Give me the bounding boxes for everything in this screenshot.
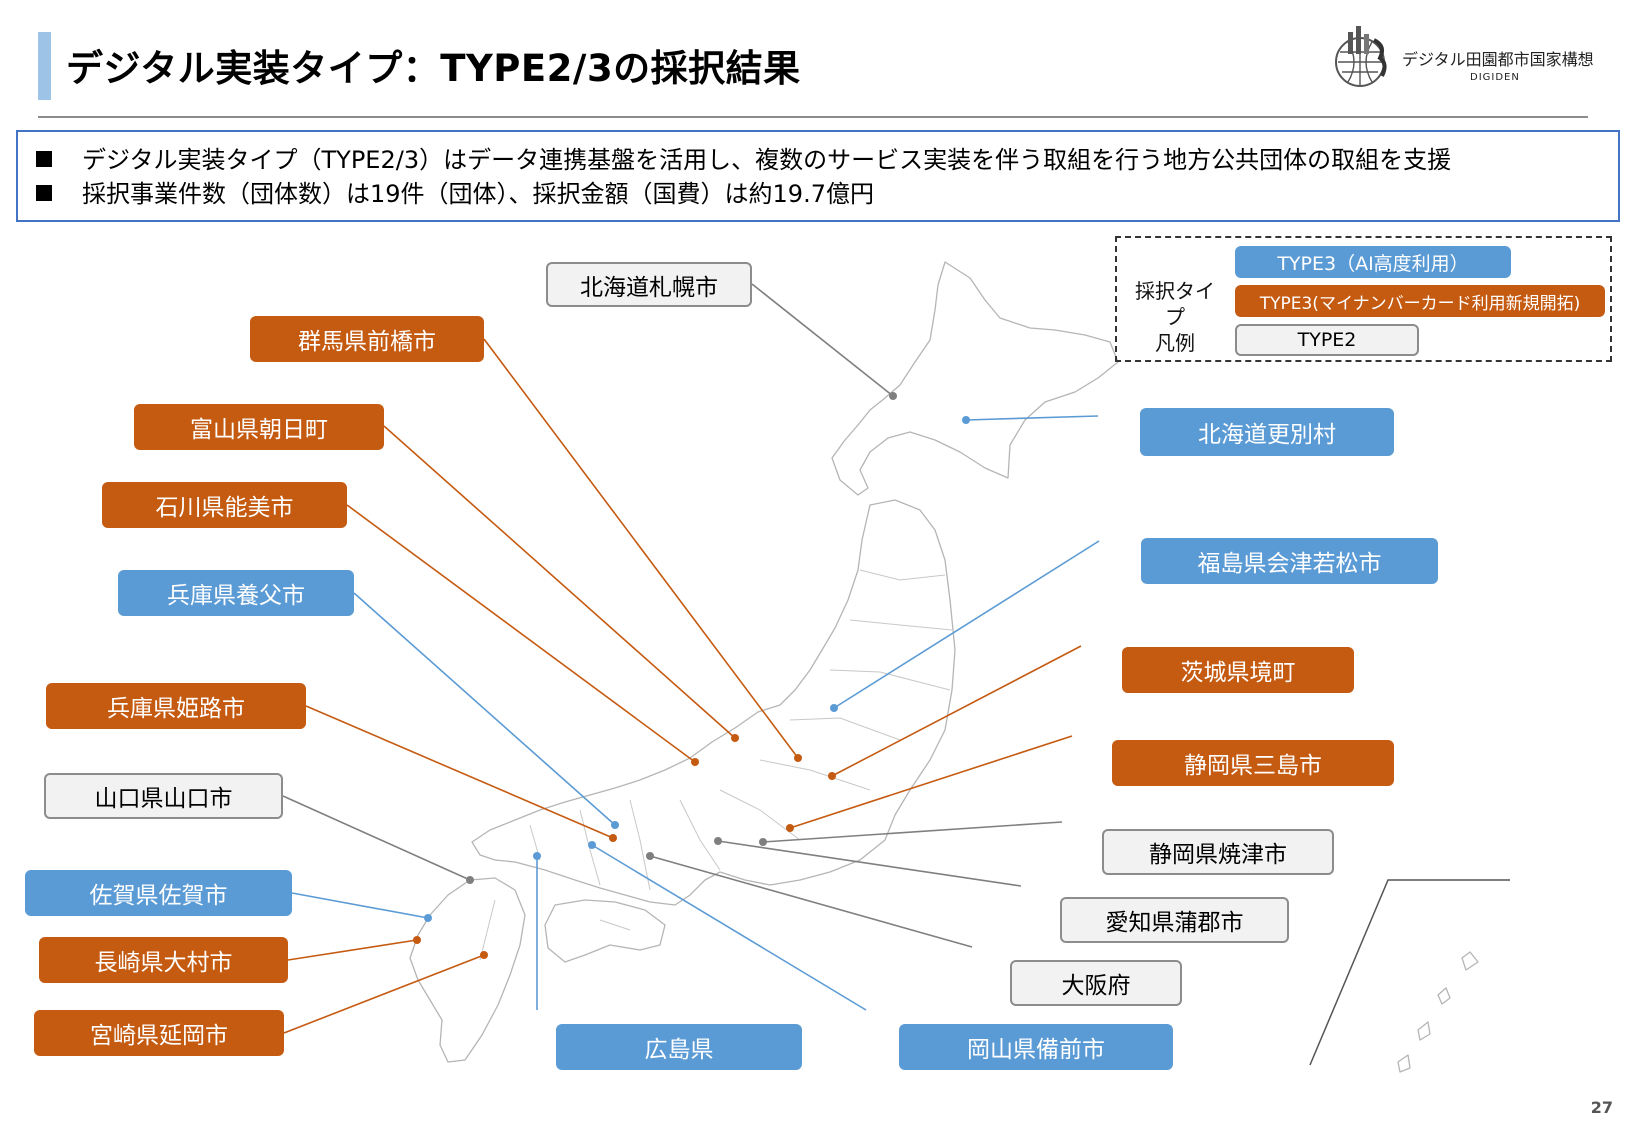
connector-osaka xyxy=(649,855,973,948)
page-number: 27 xyxy=(1590,1098,1613,1117)
label-bizen: 岡山県備前市 xyxy=(899,1024,1173,1070)
summary-text-1: デジタル実装タイプ（TYPE2/3）はデータ連携基盤を活用し、複数のサービス実装… xyxy=(82,146,1452,174)
dot-nomi xyxy=(691,758,699,766)
connector-himeji xyxy=(305,705,614,839)
label-sakai: 茨城県境町 xyxy=(1122,647,1354,693)
okinawa-islands xyxy=(1397,951,1479,1073)
label-sarabetsu: 北海道更別村 xyxy=(1140,408,1394,456)
connector-aizuwakamatsu xyxy=(833,540,1100,709)
label-osaka: 大阪府 xyxy=(1010,960,1182,1006)
dot-nobeoka xyxy=(480,951,488,959)
connector-maebashi xyxy=(483,338,799,759)
connector-sapporo xyxy=(751,283,894,397)
globe-logo-icon xyxy=(1335,26,1387,87)
dot-gamagori xyxy=(714,837,722,845)
shikoku-island xyxy=(544,899,666,963)
legend-type3-ai: TYPE3（AI高度利用） xyxy=(1235,246,1511,278)
dot-sarabetsu xyxy=(962,416,970,424)
header-divider xyxy=(38,116,1588,118)
summary-box: デジタル実装タイプ（TYPE2/3）はデータ連携基盤を活用し、複数のサービス実装… xyxy=(16,130,1620,222)
dot-hiroshima xyxy=(533,852,541,860)
label-hiroshima: 広島県 xyxy=(556,1024,802,1070)
dot-maebashi xyxy=(794,754,802,762)
label-omura: 長崎県大村市 xyxy=(39,937,288,983)
dot-asahi xyxy=(731,734,739,742)
label-mishima: 静岡県三島市 xyxy=(1112,740,1394,786)
dot-aizuwakamatsu xyxy=(830,704,838,712)
connector-yaizu xyxy=(762,821,1063,843)
dot-yaizu xyxy=(759,838,767,846)
logo-subtext: DIGIDEN xyxy=(1470,72,1520,83)
legend-type2: TYPE2 xyxy=(1235,324,1419,356)
connector-saga xyxy=(291,892,429,919)
title-accent-bar xyxy=(38,32,51,100)
label-sapporo: 北海道札幌市 xyxy=(546,262,752,307)
dot-sakai xyxy=(828,772,836,780)
dot-omura xyxy=(413,936,421,944)
bullet-square-icon xyxy=(36,151,52,167)
hokkaido-island xyxy=(831,261,1119,496)
label-yaizu: 静岡県焼津市 xyxy=(1102,829,1334,875)
page-title: デジタル実装タイプ：TYPE2/3の採択結果 xyxy=(66,47,801,90)
dot-himeji xyxy=(609,834,617,842)
dot-osaka xyxy=(646,852,654,860)
legend-title: 採択タイプ 凡例 xyxy=(1127,278,1223,356)
label-yabu: 兵庫県養父市 xyxy=(118,570,354,616)
connector-bizen xyxy=(591,844,867,1011)
dot-mishima xyxy=(786,824,794,832)
connector-gamagori xyxy=(717,840,1022,887)
legend-type3-mynumber: TYPE3(マイナンバーカード利用新規開拓) xyxy=(1235,285,1605,317)
kyushu-island xyxy=(409,877,526,1063)
dot-saga xyxy=(424,914,432,922)
legend-title-line2: 凡例 xyxy=(1155,331,1195,355)
connector-omura xyxy=(287,939,418,961)
type-legend: 採択タイプ 凡例 TYPE3（AI高度利用） TYPE3(マイナンバーカード利用… xyxy=(1115,236,1612,362)
connector-mishima xyxy=(789,735,1073,829)
summary-bullet-1: デジタル実装タイプ（TYPE2/3）はデータ連携基盤を活用し、複数のサービス実装… xyxy=(36,140,1451,175)
bullet-square-icon xyxy=(36,185,52,201)
label-himeji: 兵庫県姫路市 xyxy=(46,683,306,729)
legend-title-line1: 採択タイプ xyxy=(1135,279,1215,329)
dot-bizen xyxy=(588,841,596,849)
connector-sarabetsu xyxy=(965,415,1099,421)
dot-sapporo xyxy=(889,392,897,400)
label-aizuwakamatsu: 福島県会津若松市 xyxy=(1141,538,1438,584)
label-yamaguchi: 山口県山口市 xyxy=(44,773,283,819)
connector-nomi xyxy=(346,504,696,763)
connector-nobeoka xyxy=(283,954,485,1034)
honshu-island xyxy=(471,499,956,906)
dot-yamaguchi xyxy=(466,876,474,884)
label-saga: 佐賀県佐賀市 xyxy=(25,870,292,916)
summary-text-2: 採択事業件数（団体数）は19件（団体）、採択金額（国費）は約19.7億円 xyxy=(82,180,874,208)
okinawa-inset-frame xyxy=(1309,879,1510,1066)
label-maebashi: 群馬県前橋市 xyxy=(250,316,484,362)
dot-yabu xyxy=(611,821,619,829)
connector-yamaguchi xyxy=(282,795,471,881)
label-nomi: 石川県能美市 xyxy=(102,482,347,528)
label-asahi: 富山県朝日町 xyxy=(134,404,384,450)
connector-yabu xyxy=(353,592,616,826)
label-nobeoka: 宮崎県延岡市 xyxy=(34,1010,284,1056)
digiden-logo: デジタル田園都市国家構想 DIGIDEN xyxy=(1330,24,1600,96)
summary-bullet-2: 採択事業件数（団体数）は19件（団体）、採択金額（国費）は約19.7億円 xyxy=(36,174,874,209)
connector-asahi xyxy=(383,425,736,739)
connector-sakai xyxy=(831,645,1082,777)
label-gamagori: 愛知県蒲郡市 xyxy=(1060,897,1289,943)
logo-text: デジタル田園都市国家構想 xyxy=(1402,50,1594,69)
